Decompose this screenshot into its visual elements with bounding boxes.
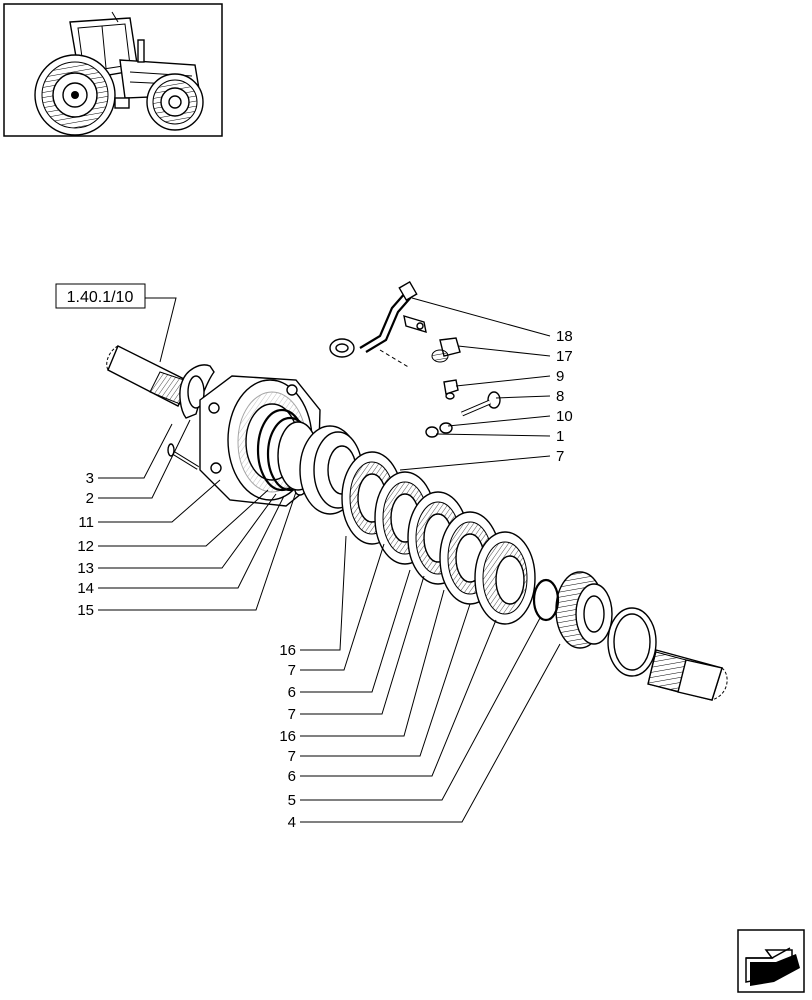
bolt: [167, 443, 200, 470]
callout-label: 7: [288, 706, 296, 723]
plug: [443, 379, 459, 400]
callout-label: 3: [86, 470, 94, 487]
callouts-left-lower: 16 7 6 7 16 7 6 5 4: [279, 642, 296, 831]
callout-label: 12: [77, 538, 94, 555]
gear: [555, 571, 613, 649]
callout-label: 1: [556, 428, 564, 445]
callout-label: 7: [288, 748, 296, 765]
callout-label: 7: [288, 662, 296, 679]
banjo-bolt: [461, 391, 501, 417]
callout-label: 16: [279, 642, 296, 659]
callout-label: 15: [77, 602, 94, 619]
callouts-right: 18 17 9 8 10 1 7: [556, 328, 573, 465]
callout-label: 2: [86, 490, 94, 507]
callout-label: 18: [556, 328, 573, 345]
callout-label: 10: [556, 408, 573, 425]
callout-label: 6: [288, 684, 296, 701]
callout-label: 17: [556, 348, 573, 365]
input-shaft: [106, 345, 191, 407]
callout-label: 7: [556, 448, 564, 465]
reference-label: 1.40.1/10: [67, 289, 134, 306]
callout-label: 16: [279, 728, 296, 745]
tractor-icon: [34, 11, 204, 136]
union-fitting: [431, 337, 461, 363]
callout-label: 11: [78, 514, 94, 531]
callout-label: 6: [288, 768, 296, 785]
reference-leader: [145, 297, 177, 363]
callout-label: 14: [77, 580, 94, 597]
callout-label: 8: [556, 388, 564, 405]
callout-label: 4: [288, 814, 296, 831]
clutch-disc-stack: [341, 451, 536, 625]
callout-label: 5: [288, 792, 296, 809]
lube-pipe: [329, 280, 427, 369]
callout-label: 13: [77, 560, 94, 577]
callouts-left-upper: 3 2 11 12 13 14 15: [77, 470, 94, 619]
callout-label: 9: [556, 368, 564, 385]
output-shaft: [647, 649, 728, 701]
back-arrow-icon: [745, 947, 800, 986]
washers: [425, 422, 453, 438]
back-button[interactable]: [737, 929, 805, 993]
exploded-assembly: [106, 280, 728, 701]
thrust-ring: [607, 607, 657, 677]
leader-lines: [98, 297, 561, 823]
thumbnail-frame[interactable]: [3, 3, 223, 137]
reference-box[interactable]: 1.40.1/10: [55, 283, 146, 309]
snap-ring: [532, 578, 560, 622]
